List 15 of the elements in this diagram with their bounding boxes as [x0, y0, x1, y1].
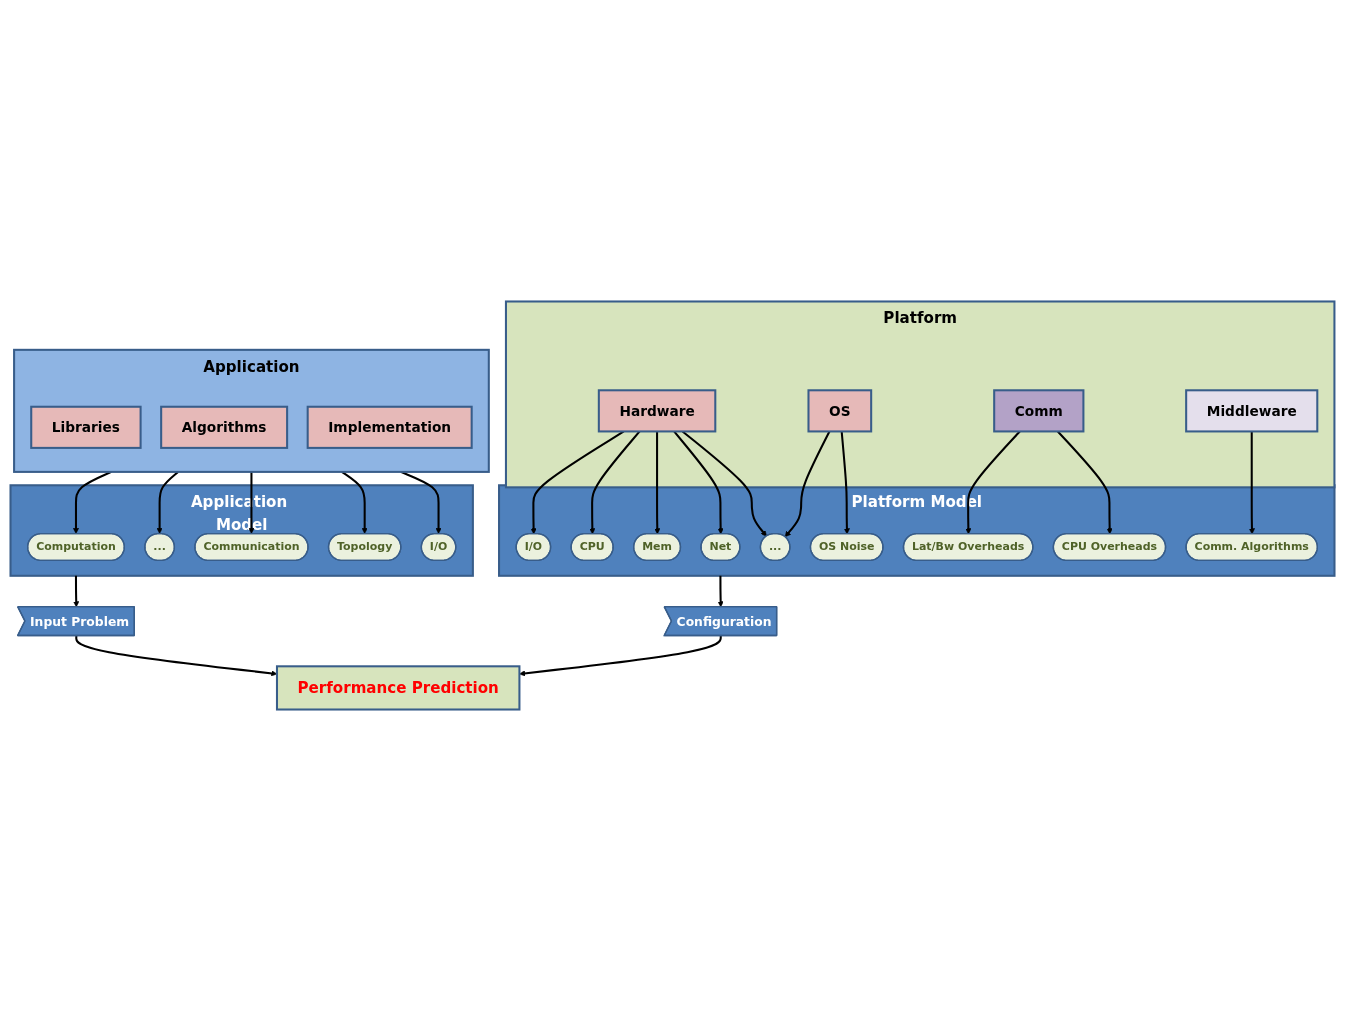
- arrow: [840, 431, 850, 535]
- node-box: Middleware: [1185, 389, 1319, 433]
- arrow: [654, 431, 661, 535]
- node-box: Comm: [993, 389, 1085, 433]
- arrow: [156, 471, 179, 534]
- node-box: OS: [807, 389, 873, 433]
- node-box: Hardware: [597, 389, 717, 433]
- node-box: Implementation: [306, 405, 473, 449]
- node-box: Performance Prediction: [275, 665, 521, 711]
- arrow: [341, 471, 368, 534]
- arrow: [519, 635, 722, 677]
- node-box: Algorithms: [160, 405, 289, 449]
- arrow: [248, 471, 255, 534]
- node-box: Libraries: [30, 405, 142, 449]
- arrow: [1248, 431, 1255, 535]
